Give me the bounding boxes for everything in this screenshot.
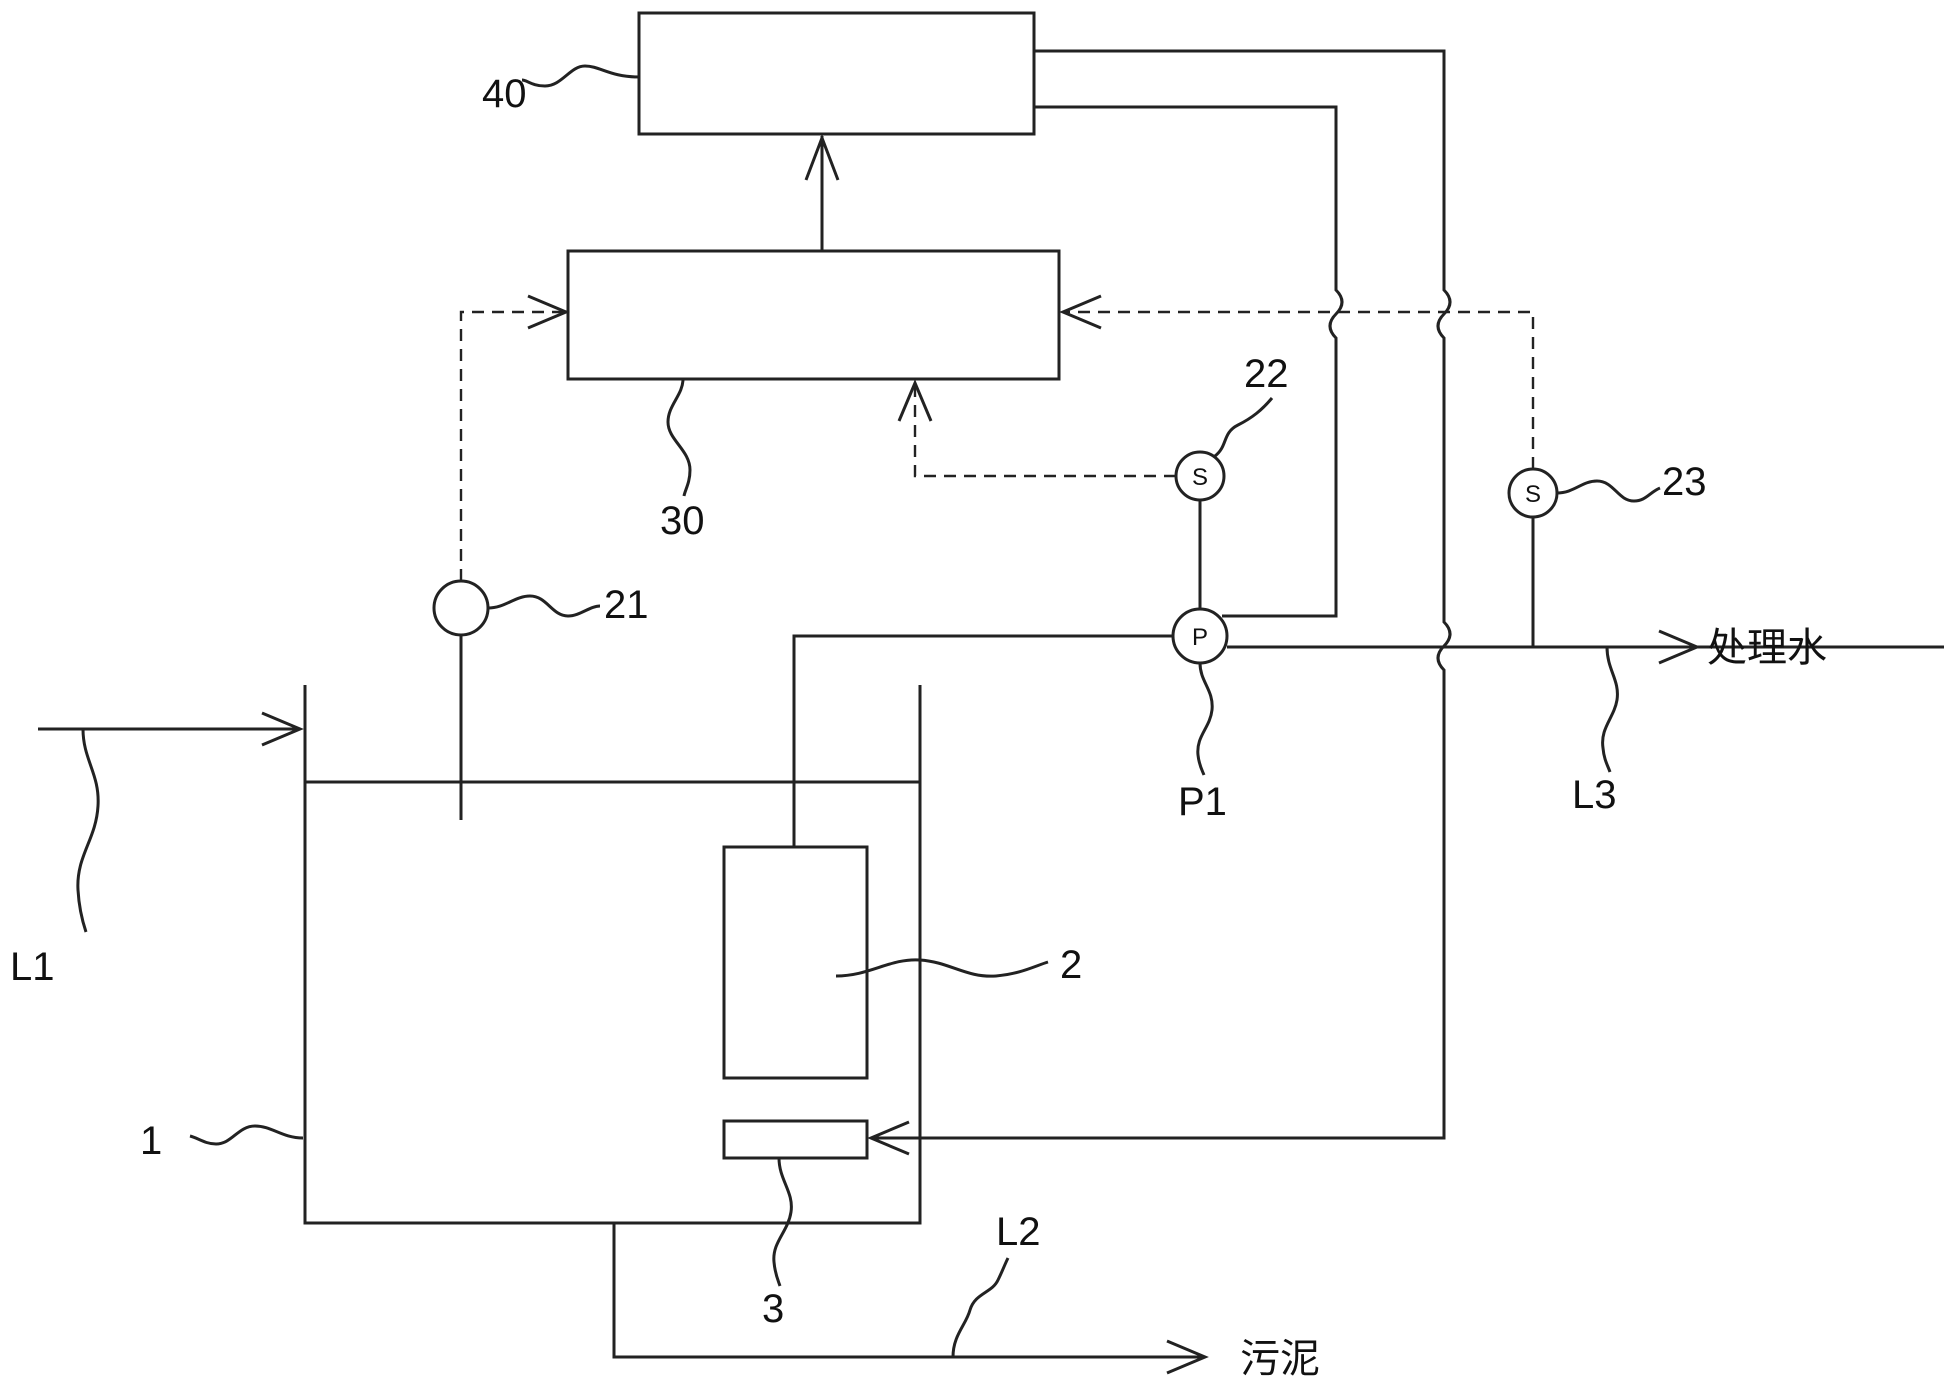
leader-21	[487, 594, 601, 618]
label-3: 3	[762, 1287, 784, 1331]
label-30: 30	[660, 499, 705, 543]
inflow-l1	[38, 711, 304, 747]
label-22: 22	[1244, 352, 1289, 396]
label-l2: L2	[996, 1210, 1041, 1254]
control-unit-30	[566, 249, 1061, 381]
label-40: 40	[482, 72, 527, 116]
label-l1: L1	[10, 945, 55, 989]
signal-23-to-30	[1059, 294, 1535, 469]
pump-p1-glyph: P	[1192, 624, 1208, 651]
membrane-module-2	[722, 845, 869, 1080]
label-23: 23	[1662, 460, 1707, 504]
leader-l3	[1601, 646, 1619, 773]
treated-water-label: 处理水	[1707, 625, 1827, 671]
leader-3	[772, 1157, 793, 1287]
leader-40	[521, 64, 640, 88]
leader-2	[835, 958, 1049, 978]
leader-1	[189, 1124, 304, 1146]
leader-p1	[1196, 662, 1214, 776]
leader-22	[1214, 397, 1274, 458]
label-l3: L3	[1572, 773, 1617, 817]
signal-22-to-30	[897, 379, 1176, 478]
unit-40	[637, 11, 1036, 136]
leader-l2	[951, 1257, 1010, 1358]
diffuser-3	[722, 1119, 869, 1160]
label-p1: P1	[1178, 780, 1227, 824]
diffuser-feed-arrowhead	[867, 1120, 910, 1156]
permeate-line-l3	[792, 629, 1944, 847]
leader-23	[1556, 479, 1661, 503]
signal-21-to-30	[459, 294, 570, 581]
control-line-40-to-pump	[1034, 105, 1344, 618]
leader-l1	[76, 728, 100, 933]
label-2: 2	[1060, 943, 1082, 987]
label-1: 1	[140, 1119, 162, 1163]
sludge-label: 污泥	[1240, 1336, 1320, 1382]
sensor-21	[432, 579, 490, 637]
sensor-23-glyph: S	[1525, 481, 1541, 508]
arrow-30-to-40	[804, 133, 840, 251]
control-line-40-to-diffuser	[871, 49, 1452, 1140]
sludge-line-l2	[612, 1223, 1209, 1375]
label-21: 21	[604, 583, 649, 627]
sensor-22-glyph: S	[1192, 464, 1208, 491]
leader-30	[666, 378, 692, 497]
